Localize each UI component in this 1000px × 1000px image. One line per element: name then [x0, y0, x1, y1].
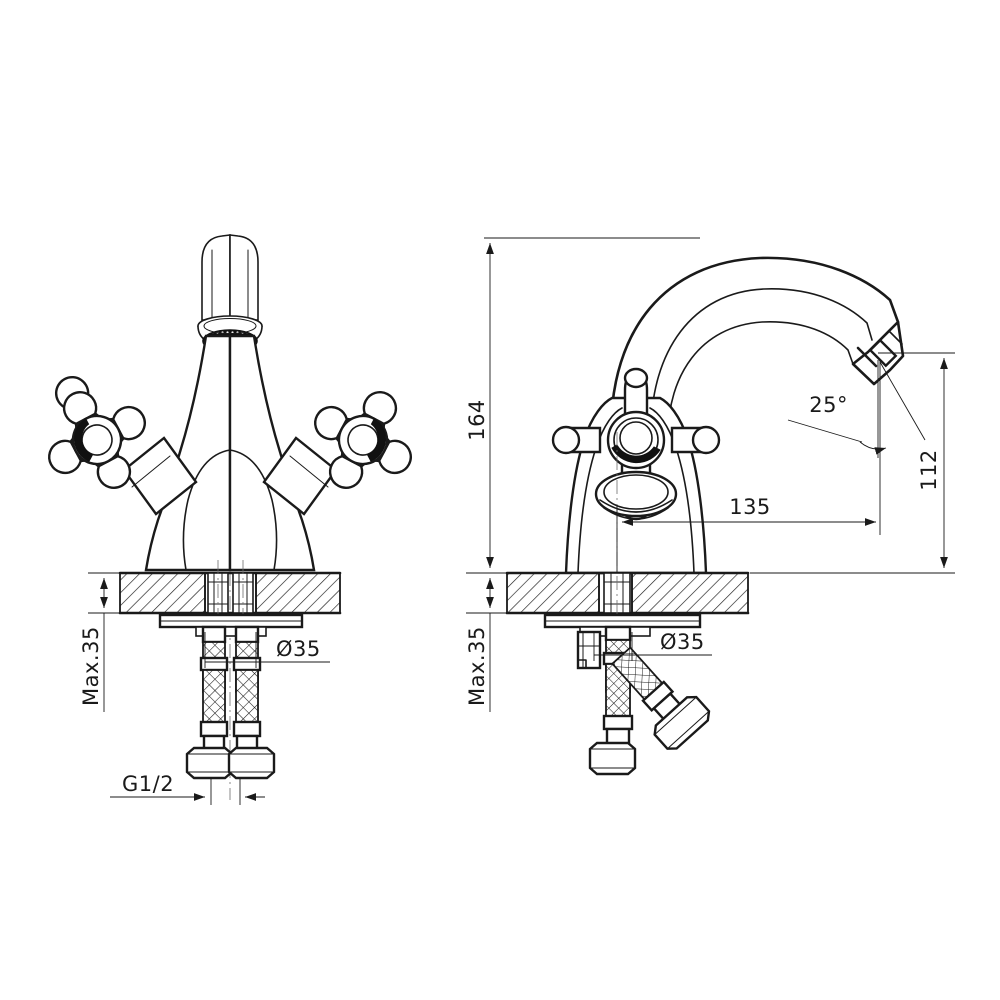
dimension-label-25deg: 25° — [809, 393, 848, 417]
handle-left-assembly[interactable] — [19, 355, 198, 516]
cross-handle-left[interactable] — [19, 355, 168, 511]
dimension-dia35-right: Ø35 — [593, 630, 712, 661]
dimension-max35-left: Max.35 — [79, 572, 122, 712]
dimension-164: 164 — [465, 237, 700, 568]
spout-barrel-front — [201, 234, 259, 321]
handle-right-stem — [262, 436, 338, 516]
dimension-label-112: 112 — [917, 449, 941, 491]
dimension-label-g12: G1/2 — [122, 772, 174, 796]
right-view-side-elevation: 164 Max.35 112 135 — [465, 237, 955, 776]
handle-left-stem — [122, 436, 198, 516]
handle-right-assembly[interactable] — [262, 370, 434, 516]
dimension-dia35-left: Ø35 — [204, 632, 330, 668]
tap-tail-right-view — [576, 630, 602, 670]
countertop-section-left — [118, 571, 342, 615]
flex-hose-right-angled — [611, 646, 711, 750]
dimension-angle-25: 25° — [787, 360, 926, 458]
dimension-135: 135 — [616, 360, 881, 573]
dimension-label-max35-right: Max.35 — [465, 626, 489, 706]
flex-hoses-left — [199, 625, 262, 756]
left-view-front-elevation: Max.35 Ø35 G1/2 — [19, 234, 434, 805]
fixing-plate-left — [158, 613, 304, 637]
cross-handle-side[interactable] — [551, 367, 721, 521]
cross-handle-right[interactable] — [293, 370, 434, 511]
dimension-label-dia35-left: Ø35 — [276, 637, 321, 661]
handle-left-shading — [73, 418, 94, 462]
handle-right-shading — [366, 418, 387, 462]
dimension-g12: G1/2 — [110, 772, 265, 805]
dimension-label-135: 135 — [729, 495, 771, 519]
hose-nuts-left — [185, 746, 276, 780]
dimension-label-dia35-right: Ø35 — [660, 630, 705, 654]
dimension-label-164: 164 — [465, 399, 489, 441]
dimension-max35-right: Max.35 — [465, 572, 510, 712]
dimension-112: 112 — [750, 352, 955, 574]
dimension-label-max35-left: Max.35 — [79, 626, 103, 706]
handle-side-shading — [611, 444, 661, 464]
tap-shanks-left — [207, 560, 254, 620]
